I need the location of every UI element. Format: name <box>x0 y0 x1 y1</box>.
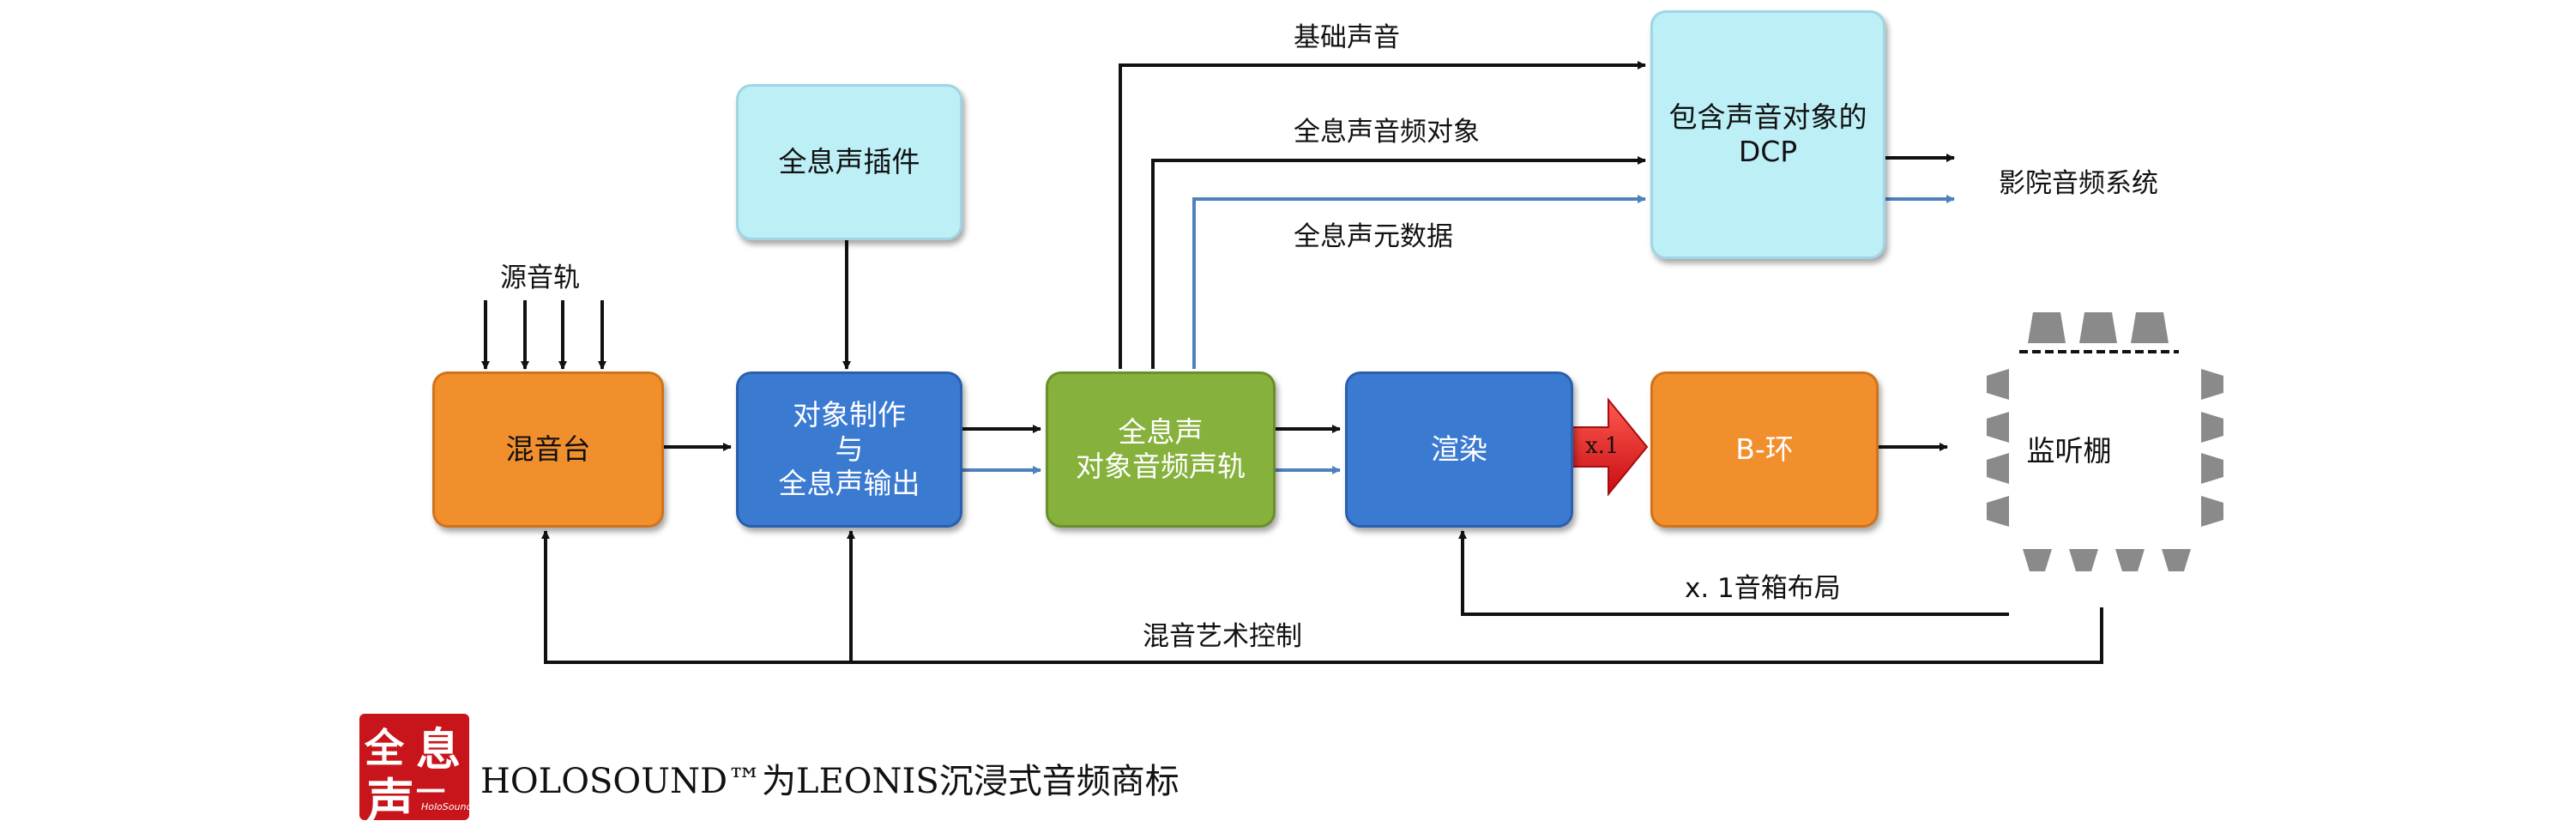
base-sound-label: 基础声音 <box>1294 22 1400 53</box>
object-authoring-line-3: 全息声输出 <box>778 467 920 500</box>
object-authoring-line-1: 对象制作 <box>793 398 906 432</box>
dcp-node: 包含声音对象的 DCP <box>1650 10 1885 259</box>
holosound-logo: 全 息 声 一 HoloSound <box>359 714 473 830</box>
object-track-line-2: 对象音频声轨 <box>1076 450 1246 483</box>
monitor-speakers <box>1987 312 2223 571</box>
object-audio-path <box>1151 156 1646 369</box>
render-label: 渲染 <box>1431 432 1487 466</box>
speaker-layout-label: x. 1音箱布局 <box>1685 573 1841 604</box>
x1-arrow <box>1571 397 1649 497</box>
mixer-node: 混音台 <box>432 371 664 528</box>
source-track-arrows <box>481 300 606 370</box>
b-ring-label: B-环 <box>1735 432 1794 466</box>
object-track-node: 全息声 对象音频声轨 <box>1046 371 1276 528</box>
dcp-line-1: 包含声音对象的 <box>1668 100 1867 134</box>
trademark-notice: HOLOSOUND™为LEONIS沉浸式音频商标 <box>480 762 1179 801</box>
monitor-label: 监听棚 <box>2026 434 2112 468</box>
logo-char-1: 全 <box>365 725 404 771</box>
cinema-system-label: 影院音频系统 <box>1999 168 2158 199</box>
object-authoring-line-2: 与 <box>835 432 864 466</box>
speaker-layout-feedback-path <box>1458 530 2009 616</box>
art-control-label: 混音艺术控制 <box>1143 621 1302 652</box>
monitor-room-node: 监听棚 <box>1983 359 2155 539</box>
logo-char-2: 息 <box>416 724 462 776</box>
logo-char-4: 一 <box>416 776 445 810</box>
mixer-label: 混音台 <box>505 432 591 466</box>
dcp-line-2: DCP <box>1738 135 1798 168</box>
metadata-label: 全息声元数据 <box>1294 221 1453 252</box>
object-audio-label: 全息声音频对象 <box>1294 117 1480 148</box>
plugin-node: 全息声插件 <box>736 84 962 240</box>
source-tracks-label: 源音轨 <box>500 263 580 293</box>
object-authoring-node: 对象制作 与 全息声输出 <box>736 371 962 528</box>
logo-char-3: 声 <box>366 774 414 830</box>
render-node: 渲染 <box>1345 371 1573 528</box>
plugin-label: 全息声插件 <box>778 145 920 178</box>
base-sound-path <box>1119 61 1646 369</box>
art-control-feedback-path <box>541 530 2103 664</box>
x1-label: x.1 <box>1585 433 1620 459</box>
metadata-path <box>1192 195 1646 369</box>
b-ring-node: B-环 <box>1650 371 1879 528</box>
logo-wordmark: HoloSound <box>421 801 473 812</box>
object-track-line-1: 全息声 <box>1118 415 1204 449</box>
